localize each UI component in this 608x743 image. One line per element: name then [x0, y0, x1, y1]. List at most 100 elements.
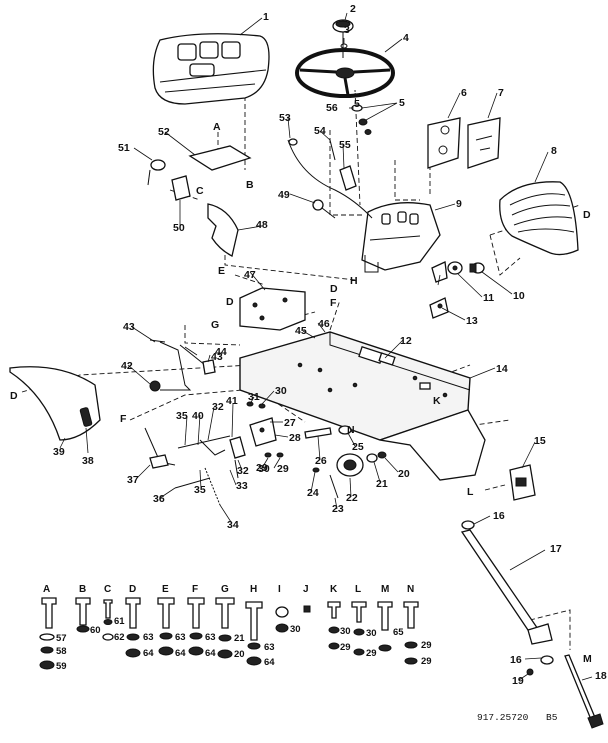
callout-32: 32 [237, 465, 249, 477]
connection-letter-a: A [213, 121, 221, 133]
callout-6: 6 [461, 87, 467, 99]
seat-plate [188, 145, 252, 171]
connection-letter-d: D [583, 209, 591, 221]
decal-7 [467, 117, 501, 169]
bolt-18 [564, 654, 597, 723]
legend-part-61: 61 [114, 616, 125, 627]
callout-34: 34 [227, 519, 239, 531]
legend-part-30: 30 [366, 628, 377, 639]
callout-10: 10 [513, 290, 525, 302]
hardware-legend-labels: A575859B60C6162D6364E6364F6364G2120H6364… [43, 584, 432, 672]
legend-letter-j: J [303, 584, 309, 595]
pin-24 [312, 467, 320, 473]
legend-part-29: 29 [366, 648, 377, 659]
hardware-legend [39, 597, 419, 670]
legend-part-30: 30 [290, 624, 301, 635]
connection-letter-l: L [467, 486, 474, 498]
pin-19 [526, 668, 534, 676]
legend-part-59: 59 [56, 661, 67, 672]
bushing-16 [461, 520, 475, 530]
legend-part-62: 62 [114, 632, 125, 643]
callout-1: 1 [263, 11, 269, 23]
callout-53: 53 [279, 112, 291, 124]
callout-16: 16 [510, 654, 522, 666]
linkage [144, 427, 246, 506]
connection-letter-d: D [10, 390, 18, 402]
legend-letter-f: F [192, 584, 198, 595]
callout-20: 20 [398, 468, 410, 480]
callout-19: 19 [512, 675, 524, 687]
steering-wheel [295, 19, 395, 98]
connection-letter-n: N [347, 424, 355, 436]
legend-letter-c: C [104, 584, 111, 595]
callout-38: 38 [82, 455, 94, 467]
bracket-49 [171, 175, 191, 201]
callout-54: 54 [314, 125, 326, 137]
callout-52: 52 [158, 126, 170, 138]
connection-letter-m: M [583, 653, 592, 665]
callout-5: 5 [354, 98, 360, 110]
callout-5: 5 [399, 97, 405, 109]
callout-18: 18 [595, 670, 607, 682]
callout-17: 17 [550, 543, 562, 555]
callout-45: 45 [295, 325, 307, 337]
frame [239, 331, 486, 481]
callout-43: 43 [123, 321, 135, 333]
callout-31: 31 [248, 391, 260, 403]
legend-letter-k: K [330, 584, 338, 595]
seat [152, 33, 270, 105]
legend-part-64: 64 [264, 657, 275, 668]
connection-letter-k: K [433, 395, 441, 407]
callout-40: 40 [192, 410, 204, 422]
callout-15: 15 [534, 435, 546, 447]
steering-shaft [460, 529, 541, 637]
shaft-end [527, 623, 553, 645]
legend-part-29: 29 [421, 656, 432, 667]
seat-bracket-47 [207, 203, 239, 257]
legend-part-21: 21 [234, 633, 245, 644]
gear-22 [336, 453, 364, 477]
legend-part-20: 20 [234, 649, 245, 660]
callout-39: 39 [53, 446, 65, 458]
callout-51: 51 [118, 142, 130, 154]
reference-number: 917.25720 [477, 712, 529, 723]
connection-letter-h: H [350, 275, 358, 287]
callout-3: 3 [344, 24, 350, 36]
connection-letter-e: E [218, 265, 225, 277]
callout-13: 13 [466, 315, 478, 327]
callout-27: 27 [284, 417, 296, 429]
callout-7: 7 [498, 87, 504, 99]
leaders [59, 12, 593, 681]
fender [9, 366, 101, 441]
legend-part-63: 63 [175, 632, 186, 643]
bracket-46 [239, 287, 306, 331]
nut-29b [276, 452, 284, 458]
callout-55: 55 [339, 139, 351, 151]
washer-5 [358, 118, 368, 126]
callout-16: 16 [493, 510, 505, 522]
nut-5 [364, 129, 372, 135]
legend-letter-m: M [381, 584, 389, 595]
legend-part-58: 58 [56, 646, 67, 657]
callout-8: 8 [551, 145, 557, 157]
legend-letter-e: E [162, 584, 169, 595]
legend-letter-i: I [278, 584, 281, 595]
switch-11 [447, 261, 463, 275]
callout-9: 9 [456, 198, 462, 210]
callout-30: 30 [275, 385, 287, 397]
decal-6 [427, 117, 461, 169]
callout-32: 32 [212, 401, 224, 413]
callout-48: 48 [256, 219, 268, 231]
switch-50 [147, 159, 166, 186]
connection-letter-d: D [330, 283, 338, 295]
legend-letter-d: D [129, 584, 136, 595]
legend-part-63: 63 [264, 642, 275, 653]
pin-23 [329, 474, 339, 499]
legend-part-64: 64 [205, 648, 216, 659]
washer-30b [264, 452, 272, 458]
callout-28: 28 [289, 432, 301, 444]
legend-part-63: 63 [205, 632, 216, 643]
callout-56: 56 [326, 102, 338, 114]
washer-25 [338, 425, 352, 435]
